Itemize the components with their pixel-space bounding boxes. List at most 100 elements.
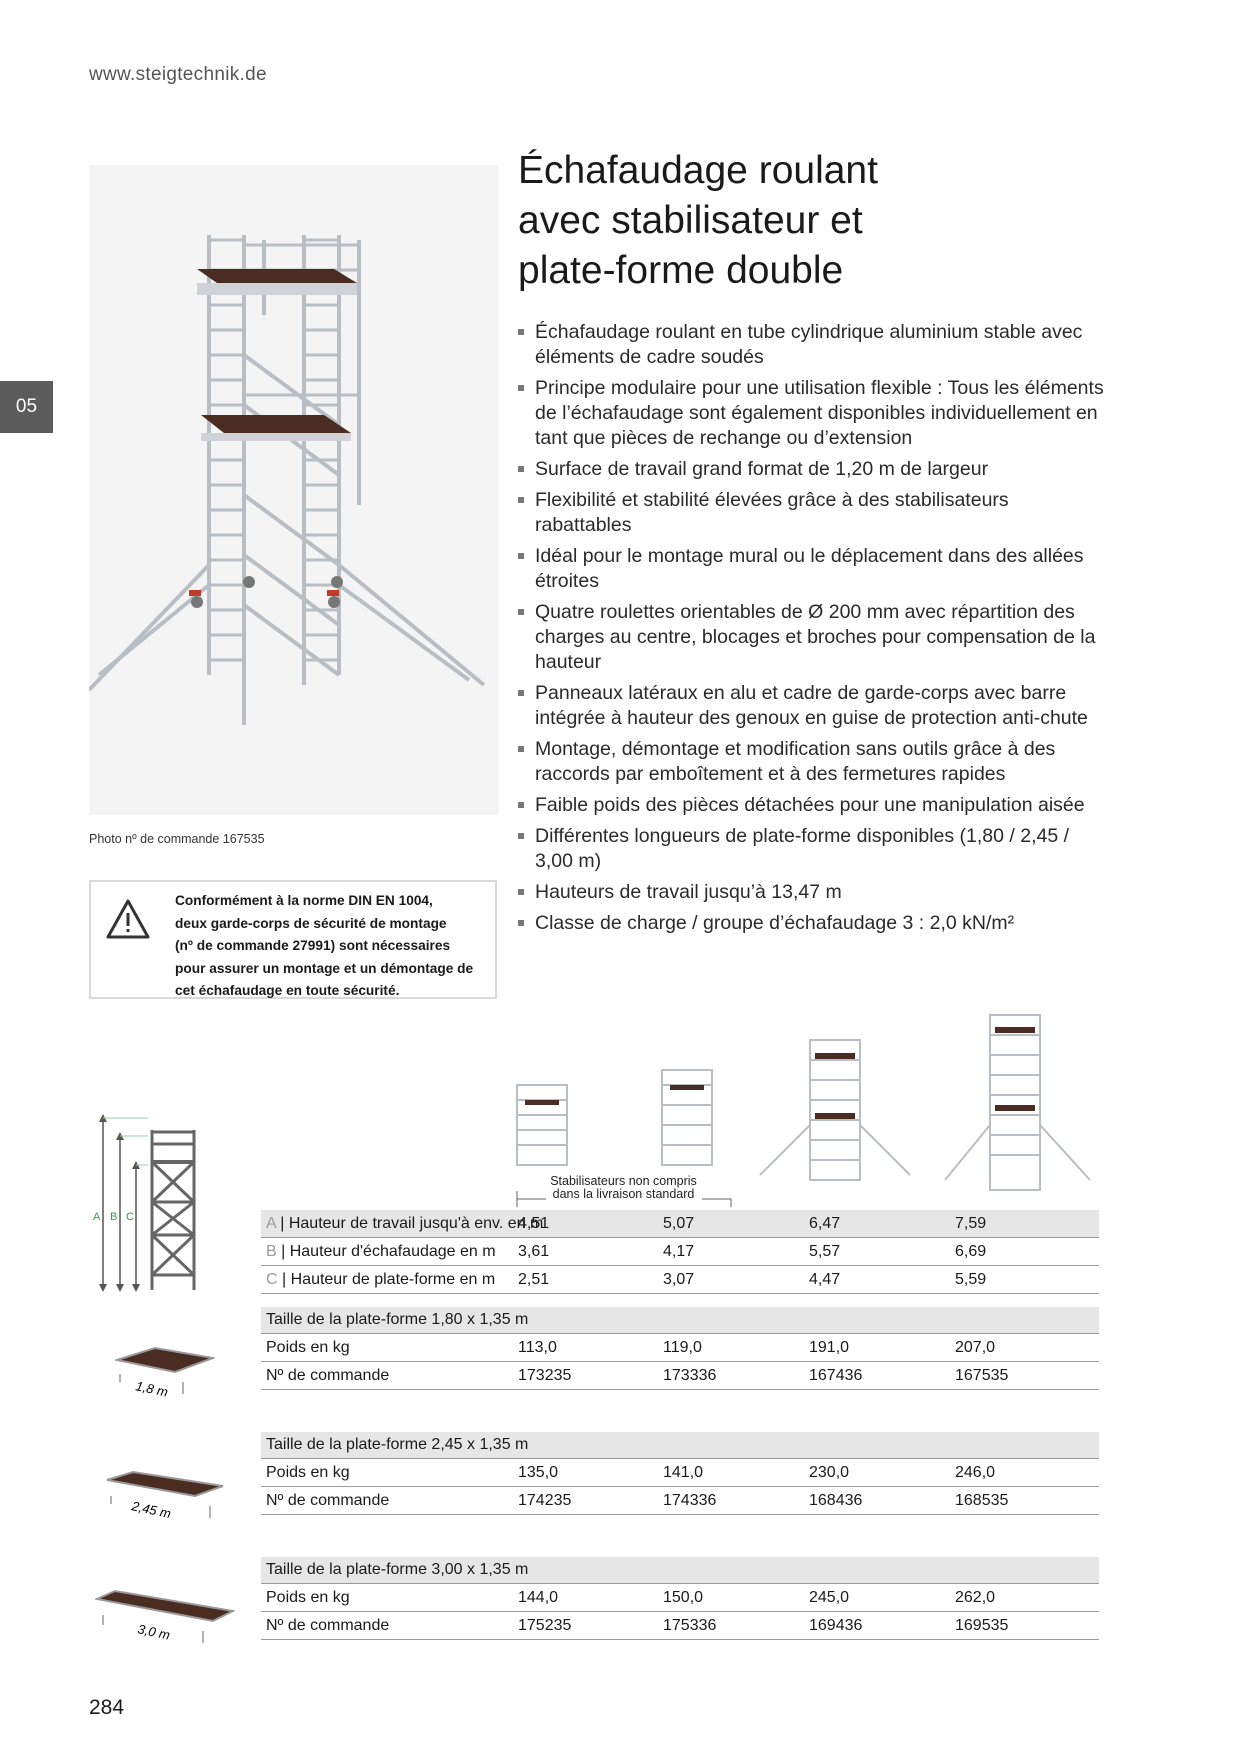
bullet-icon: [518, 385, 524, 391]
row-label: C | Hauteur de plate-forme en m: [266, 1271, 496, 1288]
table-row: Poids en kg 135,0 141,0 230,0 246,0: [261, 1459, 1099, 1487]
table-row: Poids en kg 113,0 119,0 191,0 207,0: [261, 1334, 1099, 1362]
feature-text: Quatre roulettes orientables de Ø 200 mm…: [535, 601, 1096, 673]
feature-item: Faible poids des pièces détachées pour u…: [518, 793, 1108, 818]
bullet-icon: [518, 690, 524, 696]
table-row: C | Hauteur de plate-forme en m 2,51 3,0…: [261, 1266, 1099, 1294]
table-cell: 262,0: [955, 1589, 996, 1606]
table-cell: 5,07: [663, 1215, 695, 1232]
scaffold-photo: [87, 165, 499, 815]
feature-text: Classe de charge / groupe d’échafaudage …: [535, 912, 1015, 934]
table-cell: 167535: [955, 1367, 1009, 1384]
chapter-tab: 05: [0, 381, 53, 433]
feature-item: Idéal pour le montage mural ou le déplac…: [518, 544, 1108, 594]
table-cell: 3,61: [518, 1243, 550, 1260]
title-line: plate-forme double: [518, 249, 844, 292]
row-label: Nº de commande: [266, 1367, 390, 1384]
bullet-icon: [518, 553, 524, 559]
stabilizer-note-line: dans la livraison standard: [552, 1187, 695, 1201]
dimension-diagram: A B C: [92, 1110, 212, 1300]
table-header: Taille de la plate-forme 1,80 x 1,35 m: [261, 1307, 1099, 1334]
bullet-icon: [518, 889, 524, 895]
table-cell: 168535: [955, 1492, 1009, 1509]
platform-image-2-45m: 2,45 m: [105, 1462, 225, 1522]
table-cell: 119,0: [663, 1339, 702, 1356]
warning-triangle-icon: [105, 898, 151, 940]
table-row: B | Hauteur d'échafaudage en m 3,61 4,17…: [261, 1238, 1099, 1266]
warning-line: cet échafaudage en toute sécurité.: [175, 983, 400, 998]
table-header: Taille de la plate-forme 2,45 x 1,35 m: [261, 1432, 1099, 1459]
table-cell: 4,47: [809, 1271, 841, 1288]
table-cell: 173235: [518, 1367, 572, 1384]
bracket-line: [516, 1191, 732, 1207]
table-cell: 173336: [663, 1367, 717, 1384]
feature-text: Échafaudage roulant en tube cylindrique …: [535, 321, 1083, 368]
row-label: Poids en kg: [266, 1339, 350, 1356]
feature-text: Surface de travail grand format de 1,20 …: [535, 458, 989, 480]
warning-line: pour assurer un montage et un démontage …: [175, 960, 474, 976]
platform-table-3-00: Taille de la plate-forme 3,00 x 1,35 m P…: [261, 1557, 1099, 1640]
table-cell: 246,0: [955, 1464, 996, 1481]
warning-text: Conformément à la norme DIN EN 1004, deu…: [175, 890, 495, 1003]
table-cell: 230,0: [809, 1464, 850, 1481]
platform-length-label: 2,45 m: [129, 1498, 172, 1521]
bullet-icon: [518, 833, 524, 839]
feature-item: Panneaux latéraux en alu et cadre de gar…: [518, 681, 1108, 731]
warning-line: (nº de commande 27991) sont nécessaires: [175, 938, 451, 953]
feature-text: Panneaux latéraux en alu et cadre de gar…: [535, 682, 1088, 729]
photo-caption: Photo nº de commande 167535: [89, 832, 265, 846]
feature-text: Flexibilité et stabilité élevées grâce à…: [535, 489, 1009, 536]
table-cell: 174235: [518, 1492, 572, 1509]
title-line: avec stabilisateur et: [518, 199, 863, 242]
platform-table-2-45: Taille de la plate-forme 2,45 x 1,35 m P…: [261, 1432, 1099, 1515]
title-line: Échafaudage roulant: [518, 149, 878, 192]
table-cell: 6,69: [955, 1243, 987, 1260]
dimension-letter-c: C: [126, 1211, 134, 1223]
feature-item: Classe de charge / groupe d’échafaudage …: [518, 911, 1108, 936]
table-cell: 245,0: [809, 1589, 850, 1606]
feature-text: Hauteurs de travail jusqu’à 13,47 m: [535, 881, 842, 903]
bullet-icon: [518, 466, 524, 472]
dimension-letter-a: A: [93, 1211, 101, 1223]
table-cell: 191,0: [809, 1339, 850, 1356]
table-cell: 3,07: [663, 1271, 695, 1288]
table-row: A | Hauteur de travail jusqu'à env. en m…: [261, 1210, 1099, 1238]
table-cell: 141,0: [663, 1464, 704, 1481]
platform-image-1-8m: 1,8 m: [113, 1338, 217, 1400]
table-cell: 4,51: [518, 1215, 550, 1232]
platform-table-1-80: Taille de la plate-forme 1,80 x 1,35 m P…: [261, 1307, 1099, 1390]
bullet-icon: [518, 920, 524, 926]
table-cell: 5,59: [955, 1271, 987, 1288]
page-title: Échafaudage roulant avec stabilisateur e…: [518, 146, 1078, 296]
feature-text: Montage, démontage et modification sans …: [535, 738, 1056, 785]
table-cell: 5,57: [809, 1243, 841, 1260]
bullet-icon: [518, 329, 524, 335]
stabilizer-note-line: Stabilisateurs non compris: [550, 1174, 697, 1188]
feature-item: Quatre roulettes orientables de Ø 200 mm…: [518, 600, 1108, 675]
table-cell: 6,47: [809, 1215, 841, 1232]
feature-item: Surface de travail grand format de 1,20 …: [518, 457, 1108, 482]
table-cell: 207,0: [955, 1339, 996, 1356]
bullet-icon: [518, 746, 524, 752]
bullet-icon: [518, 609, 524, 615]
page-number: 284: [89, 1696, 125, 1719]
bullet-icon: [518, 802, 524, 808]
table-cell: 175336: [663, 1617, 717, 1634]
scaffold-variants-image: [495, 1005, 1115, 1213]
feature-item: Flexibilité et stabilité élevées grâce à…: [518, 488, 1108, 538]
heights-table: A | Hauteur de travail jusqu'à env. en m…: [261, 1210, 1099, 1294]
table-cell: 167436: [809, 1367, 863, 1384]
row-label: A | Hauteur de travail jusqu'à env. en m: [266, 1215, 544, 1232]
warning-line: deux garde-corps de sécurité de montage: [175, 915, 447, 931]
row-label: Poids en kg: [266, 1464, 350, 1481]
platform-length-label: 3,0 m: [136, 1621, 171, 1642]
table-header: Taille de la plate-forme 3,00 x 1,35 m: [261, 1557, 1099, 1584]
feature-item: Montage, démontage et modification sans …: [518, 737, 1108, 787]
feature-item: Principe modulaire pour une utilisation …: [518, 376, 1108, 451]
row-label: Nº de commande: [266, 1617, 390, 1634]
feature-text: Faible poids des pièces détachées pour u…: [535, 794, 1085, 816]
table-row: Poids en kg 144,0 150,0 245,0 262,0: [261, 1584, 1099, 1612]
row-label: B | Hauteur d'échafaudage en m: [266, 1243, 496, 1260]
table-cell: 174336: [663, 1492, 717, 1509]
feature-item: Hauteurs de travail jusqu’à 13,47 m: [518, 880, 1108, 905]
